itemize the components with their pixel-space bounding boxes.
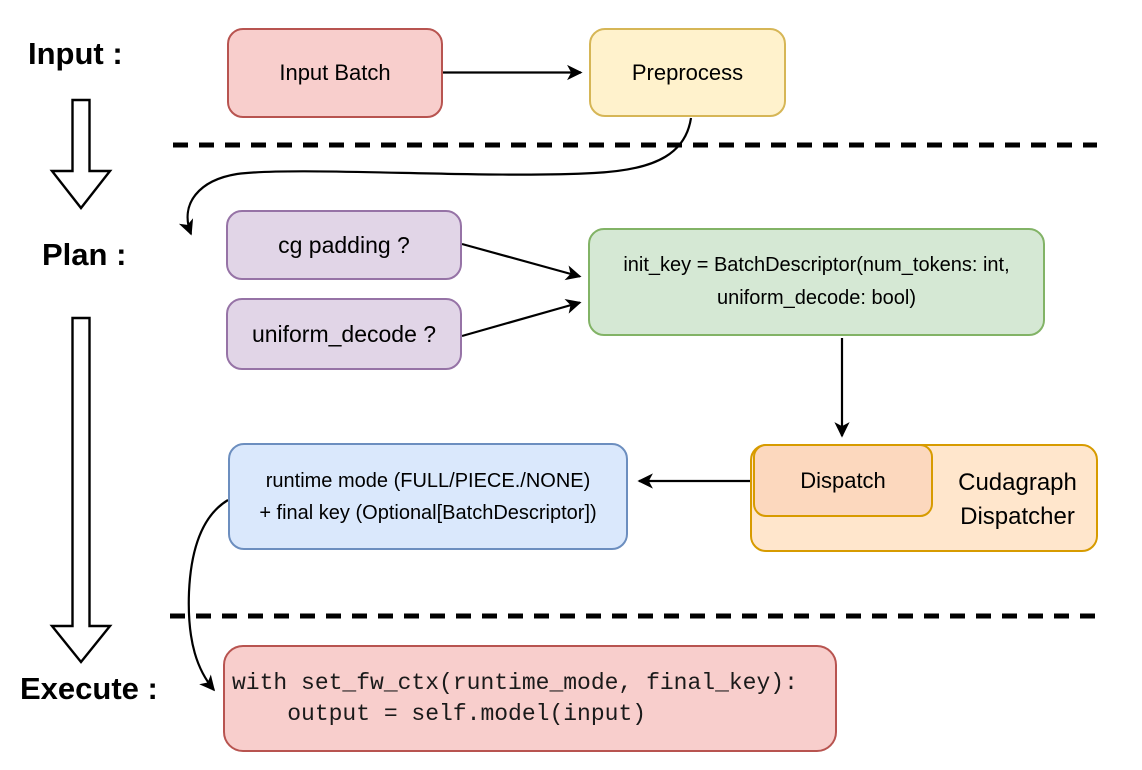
node-init-key: init_key = BatchDescriptor(num_tokens: i… [588, 228, 1045, 336]
node-runtime-mode: runtime mode (FULL/PIECE./NONE) + final … [228, 443, 628, 550]
node-uniform-decode: uniform_decode ? [226, 298, 462, 370]
node-dispatch: Dispatch [753, 444, 933, 517]
arrow-uniformdecode-to-initkey [461, 298, 582, 338]
arrow-cgpadding-to-initkey [461, 242, 582, 281]
node-input-batch: Input Batch [227, 28, 443, 118]
node-runtime-mode-line2: + final key (Optional[BatchDescriptor]) [259, 501, 597, 524]
cudagraph-label-line2: Dispatcher [960, 503, 1075, 530]
arrow-preprocess-to-cgpadding [178, 117, 693, 236]
node-cudagraph-dispatcher-label: Cudagraph Dispatcher [935, 446, 1100, 554]
phase-label-input: Input : [28, 36, 123, 71]
node-init-key-line1: init_key = BatchDescriptor(num_tokens: i… [623, 254, 1010, 276]
node-cg-padding: cg padding ? [226, 210, 462, 280]
arrow-runtimemode-to-execute [187, 499, 229, 692]
node-init-key-line2: uniform_decode: bool) [716, 287, 916, 309]
node-preprocess-label: Preprocess [631, 59, 744, 85]
plan-to-execute-arrow [49, 316, 113, 664]
node-runtime-mode-line1: runtime mode (FULL/PIECE./NONE) [265, 469, 591, 492]
node-input-batch-label: Input Batch [279, 60, 391, 86]
node-dispatch-label: Dispatch [800, 467, 886, 493]
node-cg-padding-label: cg padding ? [278, 231, 410, 258]
node-uniform-decode-label: uniform_decode ? [251, 320, 437, 347]
execute-code-line1: with set_fw_ctx(runtime_mode, final_key)… [232, 669, 798, 696]
node-execute-code: with set_fw_ctx(runtime_mode, final_key)… [223, 645, 837, 752]
execute-code-line2: output = self.model(input) [232, 700, 647, 727]
phase-label-plan: Plan : [42, 237, 127, 272]
node-preprocess: Preprocess [589, 28, 786, 117]
phase-label-execute: Execute : [20, 671, 158, 706]
input-to-plan-arrow [49, 98, 113, 210]
cudagraph-label-line1: Cudagraph [958, 469, 1077, 496]
